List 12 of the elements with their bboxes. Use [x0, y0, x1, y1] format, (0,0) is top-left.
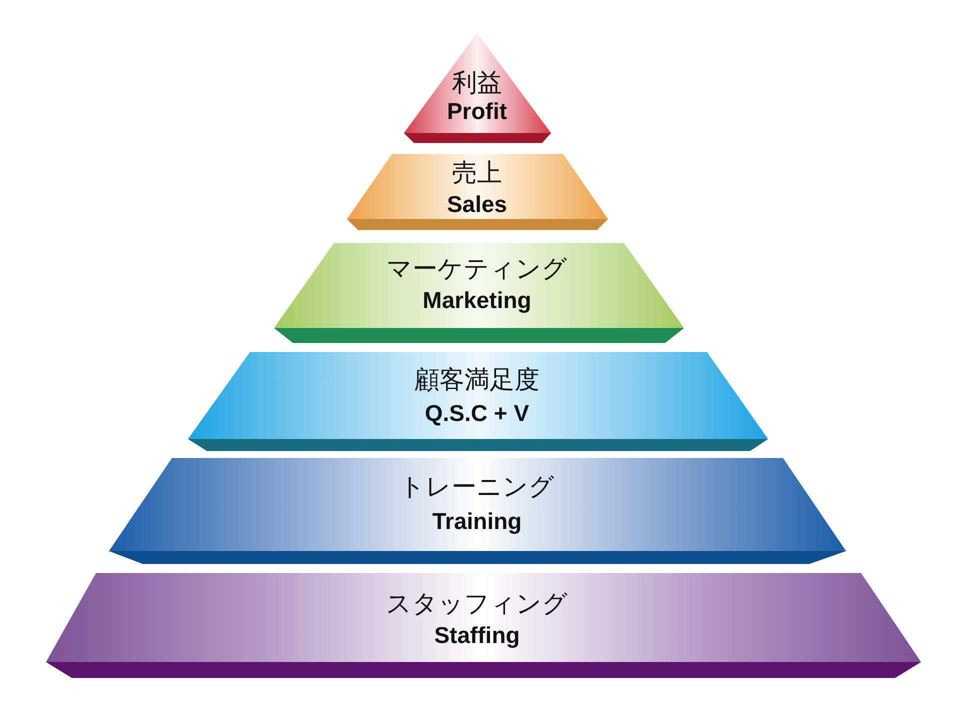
tier-title: 売上	[452, 158, 502, 188]
tier-subtitle: Q.S.C + V	[424, 400, 530, 428]
tier-subtitle: Staffing	[434, 622, 520, 650]
tier-title: マーケティング	[386, 254, 568, 284]
tier-subtitle: Marketing	[422, 287, 532, 315]
tier-title: スタッフィング	[386, 589, 568, 619]
tier-subtitle: Profit	[446, 98, 508, 126]
tier-title: 顧客満足度	[414, 365, 540, 395]
tier-title: トレーニング	[400, 472, 554, 502]
tier-subtitle: Training	[432, 508, 522, 536]
tier-title: 利益	[452, 68, 502, 98]
tier-subtitle: Sales	[446, 191, 508, 219]
